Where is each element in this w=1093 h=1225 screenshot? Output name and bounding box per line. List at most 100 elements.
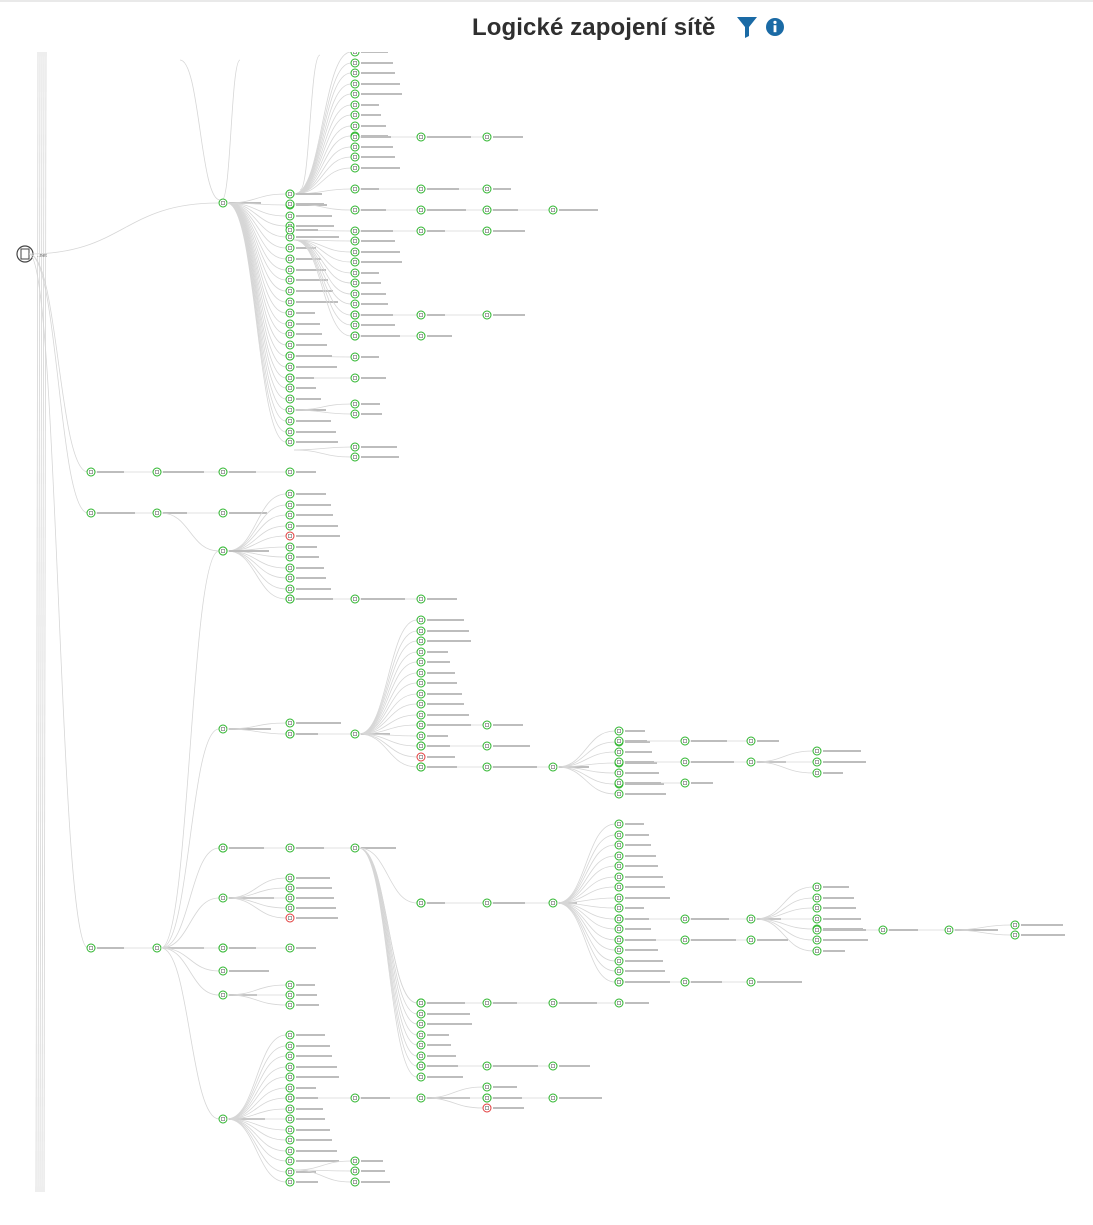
device-node[interactable] — [350, 331, 360, 341]
device-node[interactable] — [285, 437, 295, 447]
device-node[interactable] — [416, 1030, 426, 1040]
device-node[interactable] — [350, 58, 360, 68]
device-node[interactable] — [416, 647, 426, 657]
device-node[interactable] — [680, 977, 690, 987]
device-node[interactable] — [350, 226, 360, 236]
device-node[interactable] — [86, 508, 96, 518]
device-node[interactable] — [614, 851, 624, 861]
device-node[interactable] — [285, 1167, 295, 1177]
device-node[interactable] — [548, 205, 558, 215]
device-node[interactable] — [614, 830, 624, 840]
device-node[interactable] — [218, 1114, 228, 1124]
device-node[interactable] — [350, 843, 360, 853]
device-node[interactable] — [416, 657, 426, 667]
device-node[interactable] — [350, 594, 360, 604]
device-node[interactable] — [416, 689, 426, 699]
device-node[interactable] — [350, 79, 360, 89]
device-node[interactable] — [680, 736, 690, 746]
device-node[interactable] — [218, 893, 228, 903]
device-node[interactable] — [285, 542, 295, 552]
device-node[interactable] — [416, 615, 426, 625]
device-node[interactable] — [350, 121, 360, 131]
device-node[interactable] — [746, 736, 756, 746]
device-node[interactable] — [614, 778, 624, 788]
device-node[interactable] — [285, 500, 295, 510]
device-node[interactable] — [416, 626, 426, 636]
device-node[interactable] — [680, 757, 690, 767]
device-node[interactable] — [218, 724, 228, 734]
device-node[interactable] — [350, 289, 360, 299]
device-node[interactable] — [482, 205, 492, 215]
device-node[interactable] — [285, 189, 295, 199]
device-node[interactable] — [152, 943, 162, 953]
device-node[interactable] — [285, 903, 295, 913]
device-node[interactable] — [350, 268, 360, 278]
device-node[interactable] — [285, 373, 295, 383]
device-node[interactable] — [614, 840, 624, 850]
device-node[interactable] — [482, 998, 492, 1008]
device-node[interactable] — [548, 1093, 558, 1103]
device-node[interactable] — [285, 199, 295, 209]
device-node[interactable] — [416, 678, 426, 688]
device-node[interactable] — [680, 935, 690, 945]
device-node[interactable] — [285, 718, 295, 728]
device-node[interactable] — [614, 789, 624, 799]
device-node[interactable] — [285, 265, 295, 275]
device-node[interactable] — [285, 1146, 295, 1156]
device-node[interactable] — [416, 331, 426, 341]
device-node[interactable] — [285, 340, 295, 350]
device-node[interactable] — [86, 467, 96, 477]
device-node[interactable] — [416, 1072, 426, 1082]
device-node[interactable] — [416, 898, 426, 908]
device-node[interactable] — [482, 310, 492, 320]
device-node[interactable] — [416, 636, 426, 646]
device-node[interactable] — [482, 226, 492, 236]
device-node[interactable] — [285, 405, 295, 415]
device-node[interactable] — [614, 977, 624, 987]
device-node[interactable] — [416, 699, 426, 709]
device-node[interactable] — [416, 205, 426, 215]
device-node[interactable] — [285, 521, 295, 531]
device-node[interactable] — [350, 100, 360, 110]
device-node[interactable] — [350, 184, 360, 194]
device-node[interactable] — [285, 1083, 295, 1093]
device-node[interactable] — [285, 308, 295, 318]
device-node[interactable] — [152, 467, 162, 477]
device-node[interactable] — [812, 935, 822, 945]
device-node[interactable] — [285, 1030, 295, 1040]
device-node[interactable] — [350, 299, 360, 309]
device-node[interactable] — [285, 1041, 295, 1051]
device-node[interactable] — [285, 1104, 295, 1114]
device-node[interactable] — [614, 893, 624, 903]
device-node[interactable] — [614, 736, 624, 746]
device-node[interactable] — [218, 546, 228, 556]
device-node[interactable] — [482, 1093, 492, 1103]
device-node[interactable] — [285, 329, 295, 339]
device-node-error[interactable] — [285, 531, 295, 541]
device-node[interactable] — [548, 898, 558, 908]
device-node[interactable] — [416, 1061, 426, 1071]
device-node-error[interactable] — [285, 913, 295, 923]
device-node[interactable] — [218, 943, 228, 953]
device-node[interactable] — [285, 1125, 295, 1135]
device-node[interactable] — [152, 508, 162, 518]
device-node[interactable] — [285, 467, 295, 477]
device-node[interactable] — [285, 394, 295, 404]
device-node[interactable] — [285, 1135, 295, 1145]
device-node[interactable] — [285, 1062, 295, 1072]
device-node[interactable] — [548, 762, 558, 772]
device-node[interactable] — [285, 351, 295, 361]
device-node[interactable] — [812, 903, 822, 913]
device-node[interactable] — [350, 310, 360, 320]
device-node[interactable] — [1010, 930, 1020, 940]
device-node[interactable] — [218, 990, 228, 1000]
device-node[interactable] — [350, 142, 360, 152]
device-node[interactable] — [812, 893, 822, 903]
device-node[interactable] — [285, 1177, 295, 1187]
device-node[interactable] — [285, 943, 295, 953]
device-node[interactable] — [416, 762, 426, 772]
device-node[interactable] — [812, 882, 822, 892]
device-node[interactable] — [285, 243, 295, 253]
filter-icon[interactable] — [736, 15, 758, 39]
device-node[interactable] — [944, 925, 954, 935]
